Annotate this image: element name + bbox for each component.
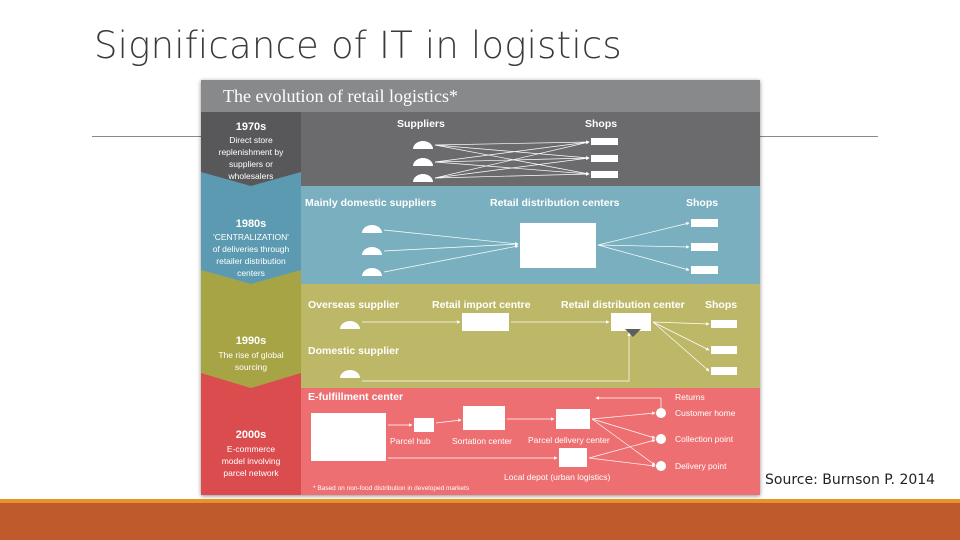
era-1980s-desc-4: centers — [237, 268, 265, 278]
era-1990s-desc-1: The rise of global — [218, 350, 283, 360]
era-1980s-desc-2: of deliveries through — [213, 244, 290, 254]
retail-dc-box — [611, 313, 651, 331]
e-fulfillment-box — [311, 413, 386, 461]
label-retail-dc-1990s: Retail distribution center — [561, 299, 685, 311]
era-1970s-desc-4: wholesalers — [228, 171, 274, 181]
retail-dc-box — [520, 223, 596, 268]
title-divider-left — [92, 136, 202, 137]
era-1990s-decade: 1990s — [236, 335, 267, 347]
figure-title-bar — [201, 80, 760, 112]
title-divider-right — [760, 136, 878, 137]
flows-1980s — [383, 221, 690, 273]
era-2000s-desc-1: E-commerce — [227, 444, 275, 454]
label-e-fulfillment-center: E-fulfillment center — [308, 391, 403, 403]
supplier-icon — [362, 268, 382, 276]
source-citation: Source: Burnson P. 2014 — [765, 472, 936, 488]
shop-icon — [691, 243, 718, 251]
label-customer-home: Customer home — [675, 408, 736, 418]
supplier-icon — [413, 174, 433, 182]
era-1980s-desc-3: retailer distribution — [216, 256, 286, 266]
shop-icon — [591, 138, 618, 145]
flows-2000s — [388, 396, 661, 468]
slide-title: Significance of IT in logistics — [94, 24, 622, 67]
flows-1990s — [362, 320, 710, 382]
supplier-icon — [362, 225, 382, 233]
label-returns: Returns — [675, 392, 705, 402]
label-shops-1970s: Shops — [585, 118, 617, 130]
shop-icon — [591, 155, 618, 162]
label-shops-1990s: Shops — [705, 299, 737, 311]
shop-icon — [711, 367, 737, 375]
chevron-1970s — [201, 112, 301, 186]
supplier-icon — [413, 141, 433, 149]
shop-icon — [691, 219, 718, 227]
shop-icon — [691, 266, 718, 274]
label-shops-1980s: Shops — [686, 197, 718, 209]
footer-accent-band — [0, 499, 960, 503]
era-2000s-decade: 2000s — [236, 429, 267, 441]
chevron-2000s — [201, 373, 301, 495]
shop-icon — [591, 171, 618, 178]
label-parcel-delivery-center: Parcel delivery center — [528, 435, 610, 445]
shop-icon — [711, 346, 737, 354]
merge-triangle — [625, 329, 641, 337]
local-depot-box — [559, 448, 587, 467]
label-suppliers-1970s: Suppliers — [397, 118, 445, 130]
customer-home-icon — [656, 408, 666, 418]
delivery-point-icon — [656, 461, 666, 471]
chevron-1980s — [201, 172, 301, 284]
era-2000s-desc-3: parcel network — [223, 468, 279, 478]
collection-point-icon — [656, 434, 666, 444]
supplier-icon — [340, 370, 360, 378]
label-retail-import-centre: Retail import centre — [432, 299, 531, 311]
label-overseas-supplier: Overseas supplier — [308, 299, 399, 311]
figure-title: The evolution of retail logistics* — [223, 86, 458, 106]
supplier-icon — [413, 158, 433, 166]
figure-footnote: * Based on non-food distribution in deve… — [313, 485, 470, 492]
supplier-icon — [362, 247, 382, 255]
footer-bar — [0, 503, 960, 540]
chevron-1990s — [201, 270, 301, 388]
parcel-delivery-center-box — [556, 409, 590, 429]
era-1980s-decade: 1980s — [236, 218, 267, 230]
era-1990s-desc-2: sourcing — [235, 362, 267, 372]
parcel-hub-box — [414, 418, 434, 432]
shop-icon — [711, 320, 737, 328]
label-collection-point: Collection point — [675, 434, 734, 444]
era-1970s-decade: 1970s — [236, 121, 267, 133]
era-1970s-desc-3: suppliers or — [229, 159, 273, 169]
label-domestic-suppliers-1980s: Mainly domestic suppliers — [305, 197, 436, 209]
label-delivery-point: Delivery point — [675, 461, 727, 471]
era-1980s-desc-1: 'CENTRALIZATION' — [213, 232, 289, 242]
era-1970s-desc-1: Direct store — [229, 135, 273, 145]
evolution-diagram: The evolution of retail logistics* 1970s… — [201, 80, 760, 495]
era-2000s-desc-2: model involving — [222, 456, 281, 466]
label-parcel-hub: Parcel hub — [390, 436, 431, 446]
label-retail-dc-1980s: Retail distribution centers — [490, 197, 620, 209]
retail-import-centre-box — [462, 313, 509, 331]
supplier-icon — [340, 321, 360, 329]
retail-logistics-figure: The evolution of retail logistics* 1970s… — [201, 80, 760, 495]
flows-1970s — [434, 140, 590, 179]
label-local-depot: Local depot (urban logistics) — [504, 472, 610, 482]
sortation-center-box — [463, 406, 505, 430]
label-domestic-supplier: Domestic supplier — [308, 345, 399, 357]
era-1970s-desc-2: replenishment by — [219, 147, 284, 157]
label-sortation-center: Sortation center — [452, 436, 512, 446]
